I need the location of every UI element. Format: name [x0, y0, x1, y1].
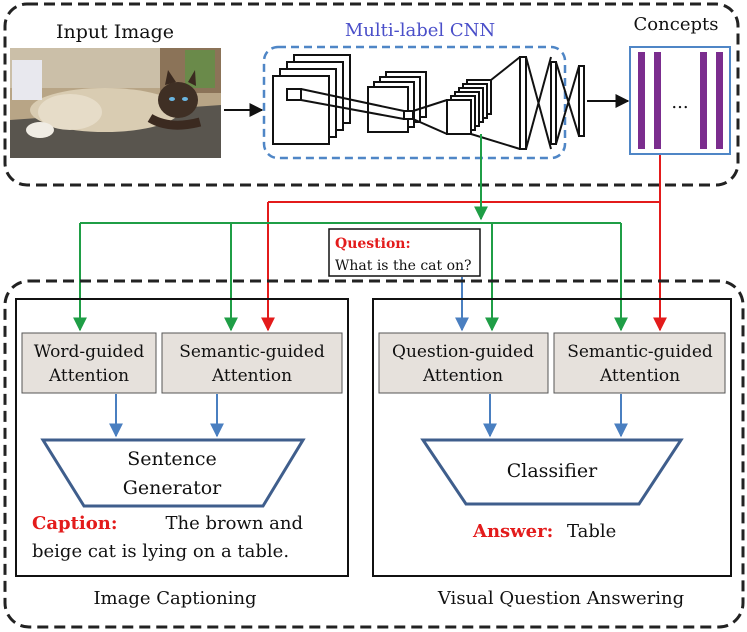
classifier-label: Classifier: [507, 460, 598, 482]
top-panel: [3, 2, 740, 187]
sentence-generator-shape: [40, 438, 306, 508]
captioning-panel: [15, 298, 349, 577]
word-attention-box: [21, 332, 157, 394]
vqa-semantic-attention-line2: Attention: [599, 366, 680, 386]
question-attention-line1: Question-guided: [392, 342, 534, 362]
concepts-label: Concepts: [634, 14, 719, 35]
vqa-panel: [372, 298, 732, 577]
green-connectors: [73, 134, 628, 332]
caption-text-line2: beige cat is lying on a table.: [32, 541, 289, 562]
answer-label: Answer:: [472, 521, 553, 542]
bottom-panel: [3, 279, 745, 629]
vqa-title: Visual Question Answering: [437, 588, 684, 609]
question-box: [328, 228, 481, 277]
cnn-layers: [272, 54, 585, 150]
answer-text: Table: [567, 521, 616, 542]
cat-photo: [10, 48, 221, 158]
word-attention-line2: Attention: [48, 366, 129, 386]
vqa-semantic-attention-line1: Semantic-guided: [567, 342, 713, 362]
concepts-ellipsis: ...: [671, 92, 688, 113]
question-attention-line2: Attention: [422, 366, 503, 386]
caption-semantic-attention-line2: Attention: [211, 366, 292, 386]
classifier-shape: [420, 438, 684, 506]
concepts-box: [629, 46, 731, 155]
vqa-semantic-attention-box: [553, 332, 726, 394]
generator-line1: Sentence: [127, 448, 217, 470]
generator-line2: Generator: [123, 477, 222, 499]
captioning-title: Image Captioning: [93, 588, 256, 609]
cnn-label: Multi-label CNN: [345, 20, 495, 41]
cnn-box: [262, 45, 567, 160]
word-attention-line1: Word-guided: [34, 342, 145, 362]
caption-semantic-attention-box: [161, 332, 343, 394]
caption-text-line1: The brown and: [165, 513, 303, 534]
caption-label: Caption:: [32, 513, 117, 534]
concept-bars: [638, 52, 723, 149]
question-text: What is the cat on?: [335, 258, 472, 274]
input-image-label: Input Image: [56, 21, 174, 43]
question-attention-box: [378, 332, 549, 394]
question-label: Question:: [335, 236, 411, 252]
caption-semantic-attention-line1: Semantic-guided: [179, 342, 325, 362]
